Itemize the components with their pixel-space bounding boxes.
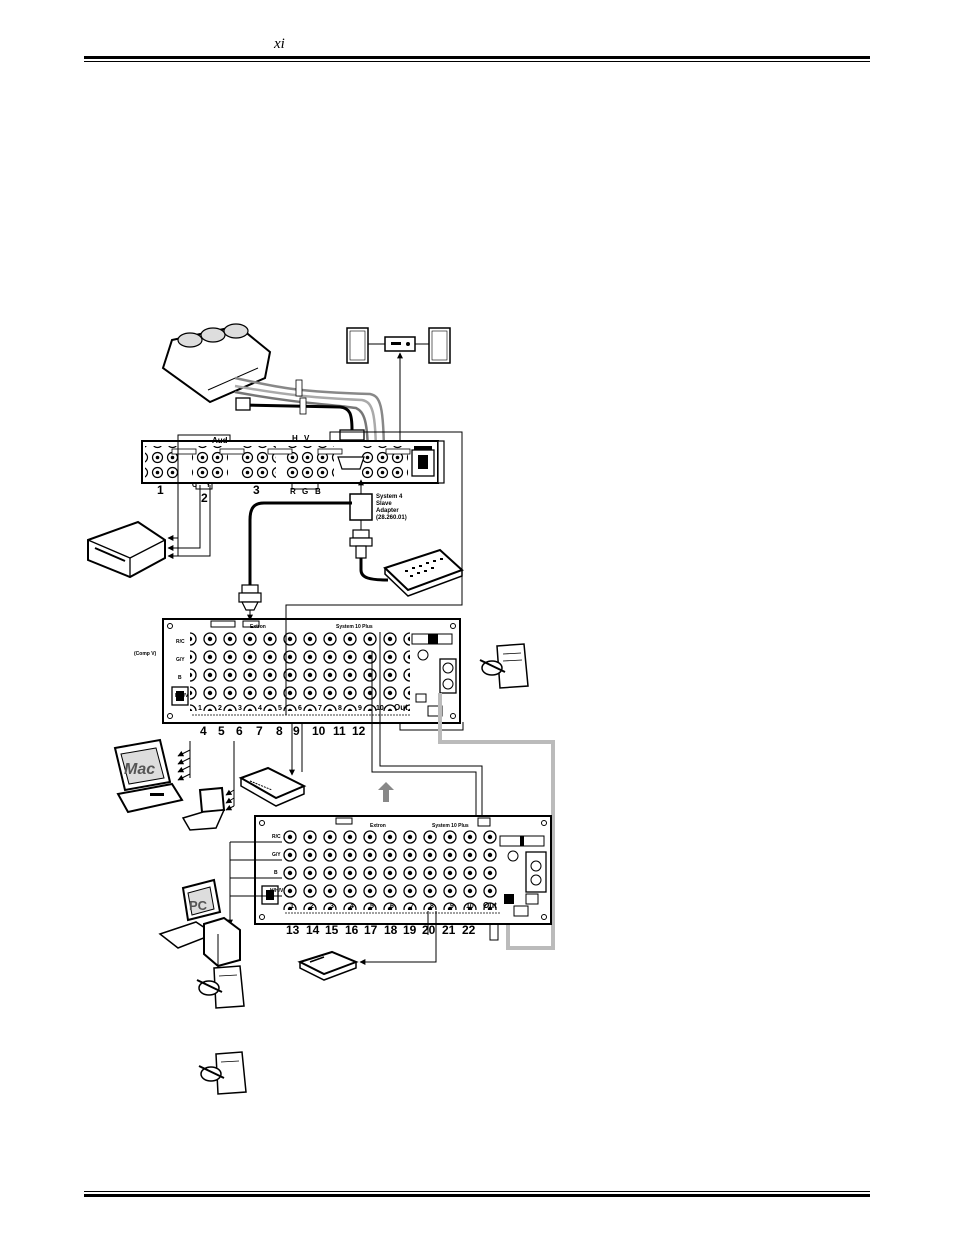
sw1-comp-label: (Comp V) (134, 651, 157, 657)
note-icon-1 (479, 643, 529, 689)
sys-input-15: 15 (325, 923, 339, 937)
speaker-right-icon (428, 327, 451, 364)
dvd-player-icon (297, 950, 359, 981)
switcher-1-brand: Extron (250, 624, 266, 630)
sw2-row-hhv: H/H/V (270, 888, 284, 894)
sw1-input-3: 3 (238, 705, 242, 712)
sw2-input-5: 5 (370, 903, 374, 910)
mac-computer-icon: Mac (113, 738, 184, 814)
sys-input-9: 9 (293, 724, 300, 738)
sys-input-14: 14 (306, 923, 320, 937)
sys-input-16: 16 (345, 923, 359, 937)
r-label: R (290, 487, 296, 496)
g-label: G (302, 487, 308, 496)
mac-label: Mac (124, 761, 155, 778)
db9-connector-icon (349, 520, 373, 559)
sys-input-8: 8 (276, 724, 283, 738)
sw2-input-4: 4 (350, 903, 354, 910)
sw1-row-rc: R/C (176, 639, 185, 645)
switcher-1-panel (162, 618, 461, 724)
sys-input-12: 12 (352, 724, 366, 738)
note-icon-2 (196, 965, 245, 1009)
sw2-input-1: 1 (290, 903, 294, 910)
sw1-input-9: 9 (358, 705, 362, 712)
switcher-2-panel (254, 815, 552, 925)
sys-input-7: 7 (256, 724, 263, 738)
sys-input-10: 10 (312, 724, 326, 738)
sw2-input-10: 10 (466, 903, 474, 910)
sys-input-5: 5 (218, 724, 225, 738)
pc-computer-icon: PC (158, 878, 241, 968)
sys-input-4: 4 (200, 724, 207, 738)
adapter-line-1: System 4 (376, 494, 403, 500)
b-label: B (315, 487, 321, 496)
sw2-input-8: 8 (430, 903, 434, 910)
controller-keypad-icon (383, 548, 464, 597)
note-icon-3 (198, 1051, 247, 1095)
pc-label: PC (189, 898, 208, 913)
switcher-2-model: System 10 Plus (432, 823, 469, 829)
sw2-out-label: Out (483, 901, 497, 910)
sw2-row-rc: R/C (272, 834, 281, 840)
sw2-row-b: B (274, 870, 278, 876)
sys-input-18: 18 (384, 923, 398, 937)
switcher-1-model: System 10 Plus (336, 624, 373, 630)
projector-icon (161, 323, 272, 404)
footer-rule-thick (84, 1194, 870, 1197)
header-rule-thin (84, 61, 870, 62)
sw1-input-5: 5 (278, 705, 282, 712)
adapter-line-2: Slave (376, 501, 392, 507)
c-label: C (192, 482, 197, 489)
gray-up-arrow-icon (378, 782, 394, 802)
footer-rule-thin (84, 1191, 870, 1192)
laptop-icon (181, 786, 226, 831)
sys-input-20: 20 (422, 923, 436, 937)
sw2-row-gy: G/Y (272, 852, 281, 858)
h-label: H (292, 434, 298, 443)
aud-label: Aud (212, 436, 228, 445)
sys-input-17: 17 (364, 923, 378, 937)
sw1-input-6: 6 (298, 705, 302, 712)
sw1-input-8: 8 (338, 705, 342, 712)
top-switcher-panel (141, 440, 445, 484)
sw1-out-label: Out (394, 703, 408, 712)
sw2-input-3: 3 (330, 903, 334, 910)
adapter-line-3: Adapter (376, 508, 399, 514)
sw2-input-7: 7 (410, 903, 414, 910)
top-input-2: 2 (201, 491, 208, 505)
header-mark: xi (274, 36, 285, 52)
sw2-input-6: 6 (390, 903, 394, 910)
sys-input-6: 6 (236, 724, 243, 738)
sys-input-19: 19 (403, 923, 417, 937)
sw1-input-7: 7 (318, 705, 322, 712)
sw1-input-1: 1 (198, 705, 202, 712)
sys-input-21: 21 (442, 923, 456, 937)
hd15-cable (238, 501, 352, 621)
switcher-2-brand: Extron (370, 823, 386, 829)
sw1-input-2: 2 (218, 705, 222, 712)
sys-input-13: 13 (286, 923, 300, 937)
top-input-1: 1 (157, 483, 164, 497)
sw1-input-4: 4 (258, 705, 262, 712)
v-label: V (304, 434, 310, 443)
sys-input-11: 11 (333, 724, 346, 738)
sys-input-22: 22 (462, 923, 476, 937)
sw1-row-b: B (178, 675, 182, 681)
sw1-row-hhv: H/H/V (175, 693, 189, 699)
sw1-row-gy: G/Y (176, 657, 185, 663)
sw2-input-2: 2 (310, 903, 314, 910)
amplifier-icon (384, 336, 416, 352)
slave-adapter-box (349, 493, 373, 521)
top-input-3: 3 (253, 483, 260, 497)
sw2-input-9: 9 (450, 903, 454, 910)
vcr-icon (87, 520, 166, 579)
y-label: Y (206, 482, 211, 489)
adapter-line-4: (28.260.01) (376, 515, 407, 521)
network-hub-icon (238, 766, 307, 807)
speaker-left-icon (346, 327, 369, 364)
header-rule-thick (84, 56, 870, 59)
